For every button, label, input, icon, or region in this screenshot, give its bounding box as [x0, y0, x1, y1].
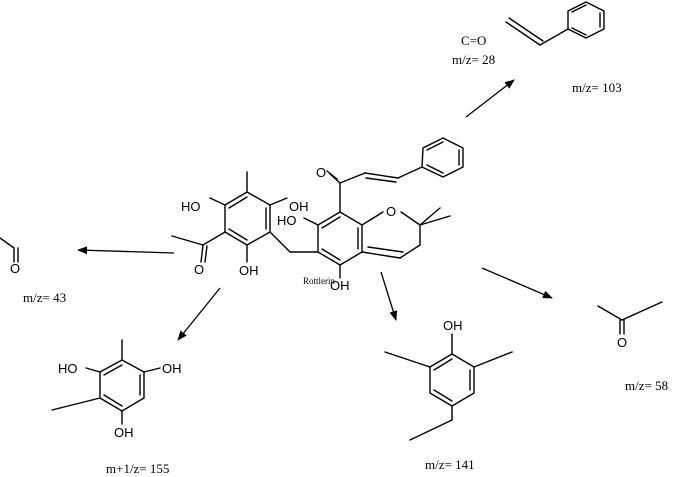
ho-label: HO: [277, 213, 297, 228]
o-label: O: [194, 262, 204, 277]
styrene-mz: m/z= 103: [572, 80, 622, 95]
ho-label: HO: [181, 199, 201, 214]
ketene-structure: [0, 237, 19, 263]
styrene-structure: [505, 1, 605, 46]
o-label: O: [617, 335, 627, 350]
oh-label: OH: [162, 361, 182, 376]
rottlerin-structure: HO OH O OH HO OH O O Rottlerin: [171, 137, 464, 293]
arrow-to-phloroglucinol: [177, 287, 221, 341]
o-label: O: [10, 261, 20, 276]
phloroglucinol-structure: [51, 339, 161, 425]
phloroglucinol-mz: m+1/z= 155: [106, 461, 169, 476]
rottlerin-label: Rottlerin: [303, 276, 335, 286]
arrow-to-ketene: [77, 246, 175, 255]
phenol-mz: m/z= 141: [425, 457, 475, 472]
o-label: O: [316, 165, 326, 180]
arrow-to-acetone: [481, 267, 553, 299]
arrow-to-phenol: [380, 271, 398, 321]
oh-label: OH: [289, 199, 309, 214]
acetone-structure: [597, 301, 663, 335]
oh-label: OH: [114, 425, 134, 440]
oh-label: OH: [330, 278, 350, 293]
arrow-to-co-styrene: [465, 79, 515, 118]
co-mz: m/z= 28: [452, 52, 495, 67]
acetone-mz: m/z= 58: [625, 378, 668, 393]
oh-label: OH: [443, 318, 463, 333]
ketene-mz: m/z= 43: [23, 290, 66, 305]
ho-label: HO: [58, 361, 78, 376]
co-formula: C=O: [461, 33, 486, 48]
o-label: O: [386, 204, 396, 219]
oh-label: OH: [239, 263, 259, 278]
phenol-structure: [384, 333, 513, 441]
